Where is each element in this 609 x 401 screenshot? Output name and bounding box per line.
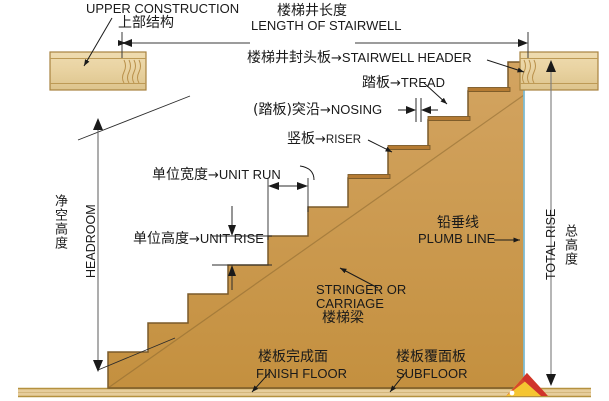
label-headroom-en: HEADROOM [84,204,98,278]
label-stairwell-header: 楼梯井封头板→STAIRWELL HEADER [247,47,472,67]
arrow-glyph: → [319,103,331,118]
label-unit-rise-cn: 单位高度 [133,231,189,247]
stairwell-header-block-right [519,51,599,91]
label-finish-floor-en: FINISH FLOOR [256,366,348,381]
tread-plates [347,87,511,179]
arrow-glyph: → [390,76,401,91]
label-stringer-line2: CARRIAGE [316,296,384,311]
label-riser-en: RISER [325,134,362,146]
label-upper-construction-en: UPPER CONSTRUCTION [86,1,240,16]
label-stringer-cn: 楼梯梁 [322,310,364,326]
label-nosing-cn: (踏板)突沿 [253,102,320,118]
label-unit-rise: 单位高度→UNIT RISE [133,228,264,248]
arrow-glyph: → [208,168,219,183]
label-subfloor-en: SUBFLOOR [396,366,468,381]
label-stairwell-header-cn: 楼梯井封头板 [247,50,331,66]
label-length-of-stairwell-en: LENGTH OF STAIRWELL [251,18,402,33]
total-rise-dimension [546,60,556,386]
floor-assembly [18,387,591,398]
headroom-dimension [93,118,103,372]
label-tread-en: TREAD [400,75,445,90]
label-plumb-line-en: PLUMB LINE [418,231,496,246]
label-tread: 踏板→TREAD [362,72,445,92]
arrow-glyph: → [315,132,326,147]
house-marker-icon [506,373,548,396]
label-riser-cn: 竖板 [287,131,315,147]
length-of-stairwell-dimension [118,32,529,58]
label-upper-construction-cn: 上部结构 [118,15,174,31]
label-finish-floor-cn: 楼板完成面 [258,349,328,365]
unit-run-dimension [267,178,309,240]
upper-construction-block-left [49,51,147,91]
unit-rise-dimension [212,206,272,290]
arrow-glyph: → [331,51,342,66]
label-unit-run-en: UNIT RUN [218,167,281,182]
label-stairwell-header-en: STAIRWELL HEADER [341,50,472,65]
label-unit-run-cn: 单位宽度 [152,167,208,183]
label-tread-cn: 踏板 [362,75,390,91]
label-stringer-line1: STRINGER OR [316,282,407,297]
label-length-of-stairwell-cn: 楼梯井长度 [277,3,347,19]
headroom-sight-line [77,95,191,371]
label-nosing-en: NOSING [330,102,383,117]
label-plumb-line-cn: 铅垂线 [437,215,479,231]
arrow-glyph: → [189,232,200,247]
label-total-rise-cn: 总高度 [562,224,577,266]
label-headroom-cn: 净空高度 [52,194,67,250]
label-nosing: (踏板)突沿→NOSING [253,99,382,119]
label-unit-run: 单位宽度→UNIT RUN [152,164,281,184]
nosing-dimension [398,98,438,122]
label-subfloor-cn: 楼板覆面板 [396,349,466,365]
label-total-rise-en: TOTAL RISE [544,208,558,280]
label-riser: 竖板→RISER [287,128,361,148]
label-unit-rise-en: UNIT RISE [199,231,264,246]
leader-lines [83,17,525,393]
